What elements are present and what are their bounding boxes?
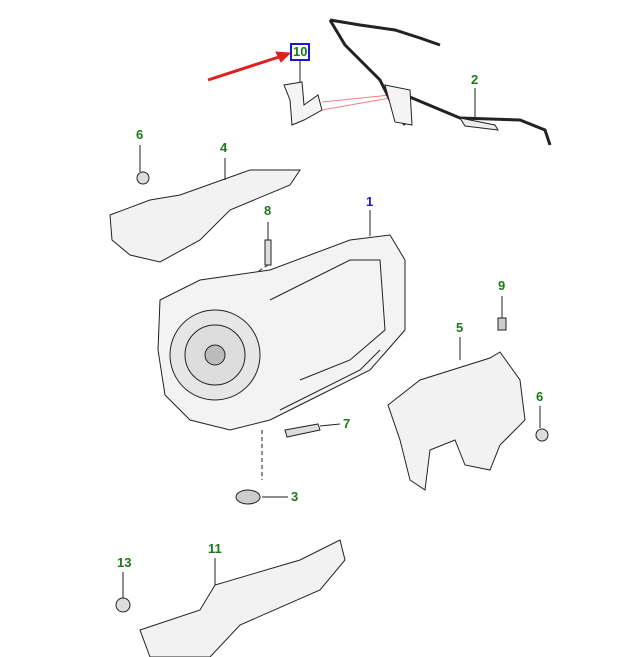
callout-6[interactable]: 6: [536, 389, 544, 404]
pipe-part: [328, 19, 552, 146]
bracket-part: [283, 81, 323, 126]
callout-8[interactable]: 8: [264, 203, 272, 218]
callout-4[interactable]: 4: [220, 140, 228, 155]
reference-line: [321, 97, 391, 111]
callout-13[interactable]: 13: [117, 555, 132, 570]
callout-9[interactable]: 9: [498, 278, 506, 293]
plug-part: [235, 489, 261, 505]
clip-part: [136, 171, 150, 185]
callout-6[interactable]: 6: [136, 127, 144, 142]
callout-2[interactable]: 2: [471, 72, 479, 87]
pipe-part: [329, 18, 441, 47]
transmission-part: [157, 234, 406, 431]
red-arrow-icon: [207, 51, 292, 82]
heat-shield-part: [109, 169, 301, 263]
callout-11[interactable]: 11: [208, 541, 222, 556]
heat-shield-part: [139, 539, 346, 657]
callout-5[interactable]: 5: [456, 320, 464, 335]
reference-line: [321, 94, 391, 103]
callout-10-highlighted[interactable]: 10: [290, 43, 311, 61]
callout-1[interactable]: 1: [366, 194, 374, 209]
callout-7[interactable]: 7: [343, 416, 351, 431]
callout-3[interactable]: 3: [291, 489, 299, 504]
heat-shield-part: [387, 351, 526, 491]
